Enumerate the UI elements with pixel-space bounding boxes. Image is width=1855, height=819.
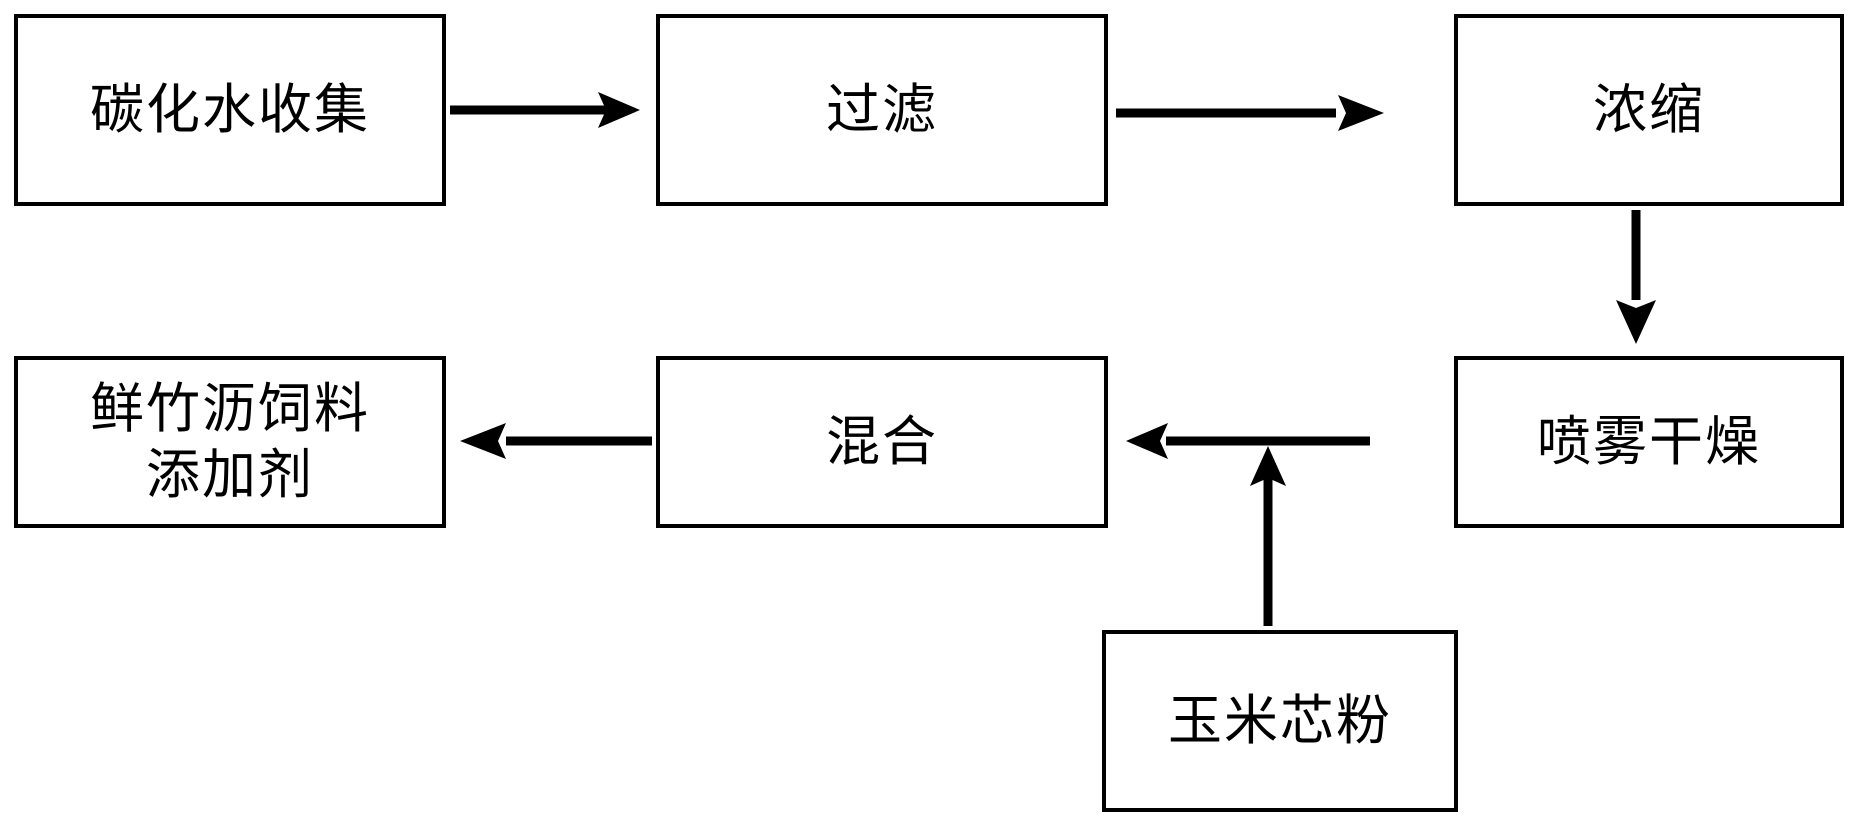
arrowhead-left-icon	[1126, 423, 1168, 459]
node-mixing: 混合	[656, 356, 1108, 528]
node-concentration: 浓缩	[1454, 14, 1844, 206]
node-label: 混合	[826, 410, 938, 474]
node-label: 碳化水收集	[90, 78, 370, 142]
node-carbonized-water-collection: 碳化水收集	[14, 14, 446, 206]
node-label-line-1: 鲜竹沥饲料	[90, 377, 370, 441]
node-label-line-2: 添加剂	[146, 443, 314, 506]
node-label: 过滤	[826, 78, 938, 142]
arrowhead-right-icon	[598, 92, 640, 128]
node-label: 浓缩	[1593, 78, 1705, 142]
arrowhead-up-icon	[1250, 446, 1286, 486]
arrowhead-left-icon	[460, 423, 506, 459]
node-label: 喷雾干燥	[1537, 410, 1761, 474]
arrowhead-right-icon	[1338, 95, 1384, 131]
node-spray-drying: 喷雾干燥	[1454, 356, 1844, 528]
node-filtration: 过滤	[656, 14, 1108, 206]
node-label: 玉米芯粉	[1168, 689, 1392, 753]
node-corncob-powder: 玉米芯粉	[1102, 630, 1458, 812]
arrowhead-down-icon	[1616, 300, 1656, 344]
node-fresh-bamboo-juice-feed-additive: 鲜竹沥饲料 添加剂	[14, 356, 446, 528]
